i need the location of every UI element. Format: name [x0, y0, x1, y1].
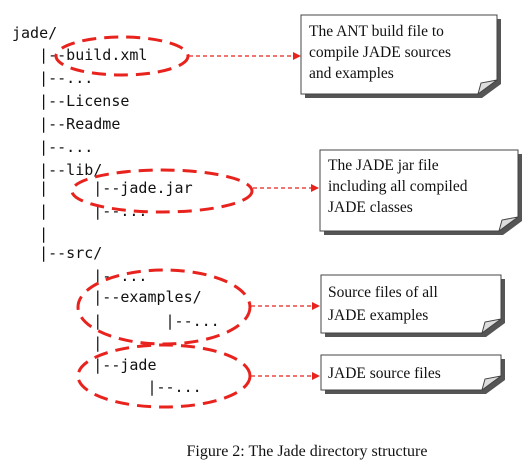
tree-line-ellipsis-2: |--...: [12, 138, 93, 156]
highlight-oval-jade-src: [76, 343, 252, 409]
tree-line-examples: |--examples/: [12, 288, 202, 306]
tree-line-readme: |--Readme: [12, 115, 120, 133]
highlight-oval-jade-jar: [70, 168, 254, 214]
highlight-oval-build-xml: [54, 35, 190, 77]
tree-line-src-ellipsis: |--...: [12, 267, 147, 285]
tree-line-examples-ellipsis: | |--...: [12, 312, 220, 330]
note-build-file: The ANT build file to compile JADE sourc…: [300, 14, 501, 98]
note-jar-file-line-3: JADE classes: [328, 199, 413, 216]
tree-line-jade-jar: | |--jade.jar: [12, 179, 193, 197]
arrows: [189, 52, 320, 380]
tree-line-src: |--src/: [12, 244, 102, 262]
note-examples-line-2: JADE examples: [328, 307, 428, 324]
figure-caption: Figure 2: The Jade directory structure: [187, 443, 428, 460]
tree-line-lib-ellipsis: | |--...: [12, 202, 147, 220]
note-jar-file-line-2: including all compiled: [328, 178, 468, 195]
note-jade-source: JADE source files: [320, 354, 505, 394]
highlight-ovals: [54, 35, 254, 409]
tree-line-license: |--License: [12, 92, 129, 110]
directory-tree: jade/ |--build.xml |--... |--License |--…: [12, 24, 220, 396]
note-jar-file-line-1: The JADE jar file: [328, 157, 439, 174]
note-build-file-line-3: and examples: [309, 65, 394, 82]
tree-line-ellipsis-1: |--...: [12, 69, 93, 87]
note-examples: Source files of all JADE examples: [320, 274, 505, 337]
tree-line-build-xml: |--build.xml: [12, 46, 147, 64]
note-jar-file: The JADE jar file including all compiled…: [319, 149, 522, 235]
note-examples-line-1: Source files of all: [328, 284, 438, 301]
note-build-file-line-2: compile JADE sources: [309, 44, 451, 61]
tree-line-root: jade/: [12, 24, 57, 42]
tree-line-spacer: |: [12, 225, 48, 243]
tree-line-src-spacer: |: [12, 334, 102, 352]
tree-line-lib: |--lib/: [12, 161, 102, 179]
note-build-file-line-1: The ANT build file to: [309, 23, 444, 40]
note-jade-source-line-1: JADE source files: [328, 365, 441, 382]
tree-line-jade-ellipsis: |--...: [12, 378, 202, 396]
